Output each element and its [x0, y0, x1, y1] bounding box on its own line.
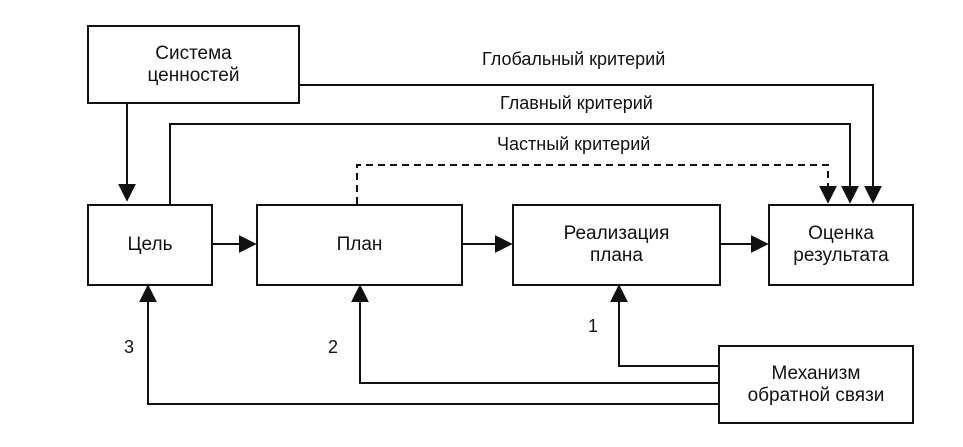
- goal-label: Цель: [127, 234, 173, 256]
- feedback-3-arrow: [139, 284, 718, 405]
- implementation-label: Реализация плана: [563, 223, 670, 266]
- feedback-mechanism-label: Механизм обратной связи: [747, 362, 885, 406]
- main-criterion-arrow: [169, 123, 859, 204]
- values-system-box: Система ценностей: [87, 25, 300, 104]
- values-system-label: Система ценностей: [147, 42, 240, 86]
- plan-box: План: [256, 204, 463, 286]
- feedback-1-arrow: [610, 284, 718, 367]
- goal-box: Цель: [87, 204, 213, 286]
- feedback-mechanism-box: Механизм обратной связи: [718, 345, 914, 424]
- global-criterion-label: Глобальный критерий: [482, 49, 666, 69]
- plan-label: План: [336, 234, 383, 256]
- feedback-2-arrow: [351, 284, 718, 384]
- evaluation-label: Оценка результата: [793, 223, 889, 266]
- main-criterion-label: Главный критерий: [500, 93, 653, 113]
- partial-criterion-arrow: [356, 164, 837, 204]
- feedback-number-2: 2: [328, 337, 339, 357]
- implementation-box: Реализация плана: [512, 204, 721, 286]
- evaluation-box: Оценка результата: [768, 204, 914, 286]
- partial-criterion-label: Частный критерий: [497, 134, 651, 154]
- feedback-number-3: 3: [124, 337, 135, 357]
- global-criterion-arrow: [299, 84, 882, 204]
- feedback-number-1: 1: [588, 316, 599, 336]
